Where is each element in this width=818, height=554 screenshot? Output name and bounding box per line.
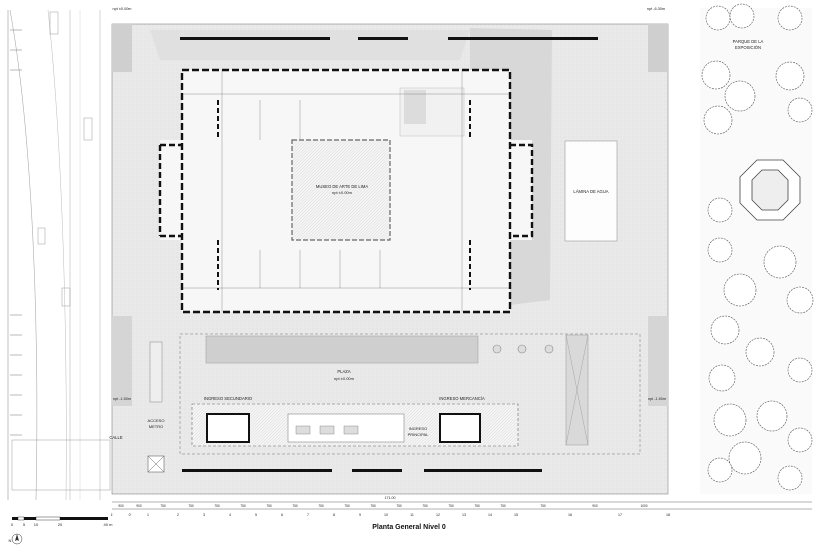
side-strip-left-low (112, 316, 132, 406)
level-label-right: npt -1.50m (648, 397, 666, 401)
museum-building (158, 68, 534, 314)
dimension-value: 750 (422, 504, 428, 508)
grid-label: 6 (281, 513, 283, 517)
dimension-value: 900 (136, 504, 142, 508)
grid-label: 13 (462, 513, 466, 517)
level-label-left: npt -1.50m (113, 397, 131, 401)
park-label-2: EXPOSICIÓN (735, 45, 761, 50)
dimension-value: 750 (500, 504, 506, 508)
dimension-value: 750 (370, 504, 376, 508)
dimension-value: 900 (118, 504, 124, 508)
side-strip-right (648, 24, 668, 72)
main-entrance-label: INGRESO (409, 426, 427, 431)
dimension-value: 750 (188, 504, 194, 508)
scale-tick-2: 10 (34, 522, 39, 527)
dimension-value: 750 (474, 504, 480, 508)
scale-tick-1: 5 (23, 522, 26, 527)
lower-level-outline (179, 333, 641, 455)
grid-label: 0' (129, 513, 132, 517)
metro-stair (149, 341, 163, 403)
dimension-value: 750 (160, 504, 166, 508)
side-strip-left (112, 24, 132, 72)
drawing-title: Planta General Nivel 0 (372, 524, 446, 531)
dimension-value: 750 (266, 504, 272, 508)
plaza-level-label: npt ±0.00m (334, 376, 355, 381)
grid-label: 4 (229, 513, 231, 517)
street-label: CALLE (109, 435, 122, 440)
grid-label: 17 (618, 513, 622, 517)
dimension-value: 750 (240, 504, 246, 508)
grid-axis-labels: 1' 0' 1 2 3 4 5 6 7 8 9 10 11 12 13 14 1… (111, 513, 670, 517)
dimension-value: 750 (540, 504, 546, 508)
bottom-dimensions: 900 900 750 750 750 750 750 750 750 750 … (118, 504, 647, 508)
grid-label: 7 (307, 513, 309, 517)
plaza-trees (492, 344, 554, 354)
shadow-area-top (150, 30, 470, 60)
street-lines (7, 9, 111, 501)
secondary-entrance-label: INGRESO SECUNDARIO (204, 396, 253, 401)
grid-label: 9 (359, 513, 361, 517)
north-label: N (9, 538, 12, 543)
grid-label: 5 (255, 513, 257, 517)
grid-label: 3 (203, 513, 205, 517)
water-sheet-label: LÁMINA DE AGUA (573, 189, 608, 194)
dimension-value: 750 (396, 504, 402, 508)
total-dimension-label: 171.00 (385, 496, 396, 500)
scale-tick-4: 40 m (104, 522, 114, 527)
metro-access-label: ACCESO (148, 418, 165, 423)
water-sheet (564, 140, 618, 242)
plaza-canopy (205, 335, 479, 364)
museum-label: MUSEO DE ARTE DE LIMA (316, 184, 368, 189)
grid-label: 8 (333, 513, 335, 517)
dimension-value: 750 (292, 504, 298, 508)
bottom-dimension-line (112, 501, 812, 510)
scale-bar (12, 516, 108, 521)
dimension-value: 900 (592, 504, 598, 508)
park-area (700, 3, 814, 494)
grid-label: 12 (436, 513, 440, 517)
bottom-benches (182, 469, 542, 472)
side-strip-right-low (648, 316, 668, 406)
main-entrance-label-2: PRINCIPAL (408, 432, 430, 437)
dimension-value: 750 (344, 504, 350, 508)
north-arrow-icon (11, 533, 23, 545)
grid-label: 11 (410, 513, 414, 517)
park-label: PARQUE DE LA (733, 39, 764, 44)
museum-level-label: npt ±0.00m (332, 190, 353, 195)
plaza-label: PLAZA (337, 369, 350, 374)
scale-tick-0: 0 (11, 522, 14, 527)
scale-tick-3: 20 (58, 522, 63, 527)
level-label-top-right: npt -6.30m (647, 7, 665, 11)
left-dimension-ticks (10, 29, 22, 436)
grid-label: 1' (111, 513, 114, 517)
level-label-top-left: npt ±0.00m (113, 7, 132, 11)
metro-access-label-2: METRO (149, 424, 163, 429)
grid-label: 15 (514, 513, 518, 517)
grid-label: 14 (488, 513, 492, 517)
goods-entrance-label: INGRESO MERCANCÍA (439, 396, 485, 401)
dimension-value: 750 (448, 504, 454, 508)
top-benches (180, 37, 598, 40)
grid-label: 18 (666, 513, 670, 517)
grid-label: 2 (177, 513, 179, 517)
grid-label: 10 (384, 513, 388, 517)
dimension-value: 750 (214, 504, 220, 508)
dimension-value: 750 (318, 504, 324, 508)
dimension-value: 1000 (640, 504, 647, 508)
grid-label: 16 (568, 513, 572, 517)
entrance-block (191, 403, 519, 447)
grid-label: 1 (147, 513, 149, 517)
